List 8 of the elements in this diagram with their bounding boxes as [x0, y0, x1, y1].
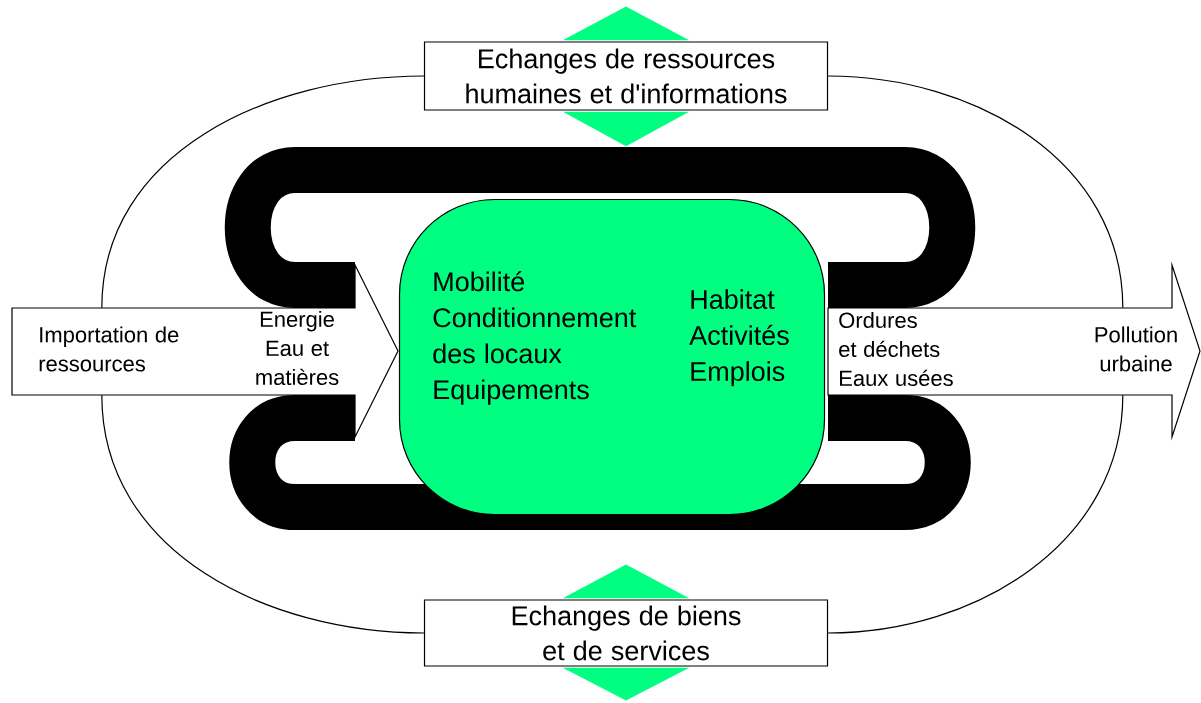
text-box: Echanges de ressources humaines et d'informations [423, 41, 829, 111]
connector-line [827, 75, 1124, 309]
text-box: Echanges de biens et de services [423, 599, 829, 667]
band-drawing [224, 147, 976, 530]
rounded-box: Mobilité Conditionnement des locaux Equipements Habitat Activités Emplois [398, 198, 826, 516]
connector-line [827, 394, 1124, 634]
connector-line [101, 75, 425, 309]
connector-line [101, 394, 425, 634]
